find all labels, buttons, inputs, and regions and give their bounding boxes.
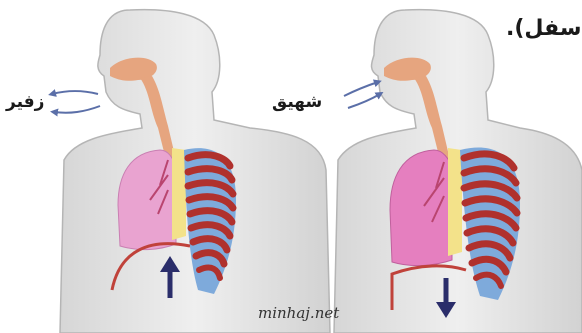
exhale-figure [52, 10, 330, 333]
inhale-label: شهيق [272, 92, 322, 112]
exhale-label: زفير [6, 92, 44, 112]
inhale-airflow-arrows [344, 82, 380, 108]
exhale-pleura [172, 148, 186, 240]
caption-fragment: سفل). [506, 16, 582, 41]
watermark: minhaj.net [258, 304, 339, 322]
inhale-pleura [448, 148, 462, 256]
exhale-airflow-arrows [52, 91, 100, 113]
inhale-figure [334, 10, 582, 333]
